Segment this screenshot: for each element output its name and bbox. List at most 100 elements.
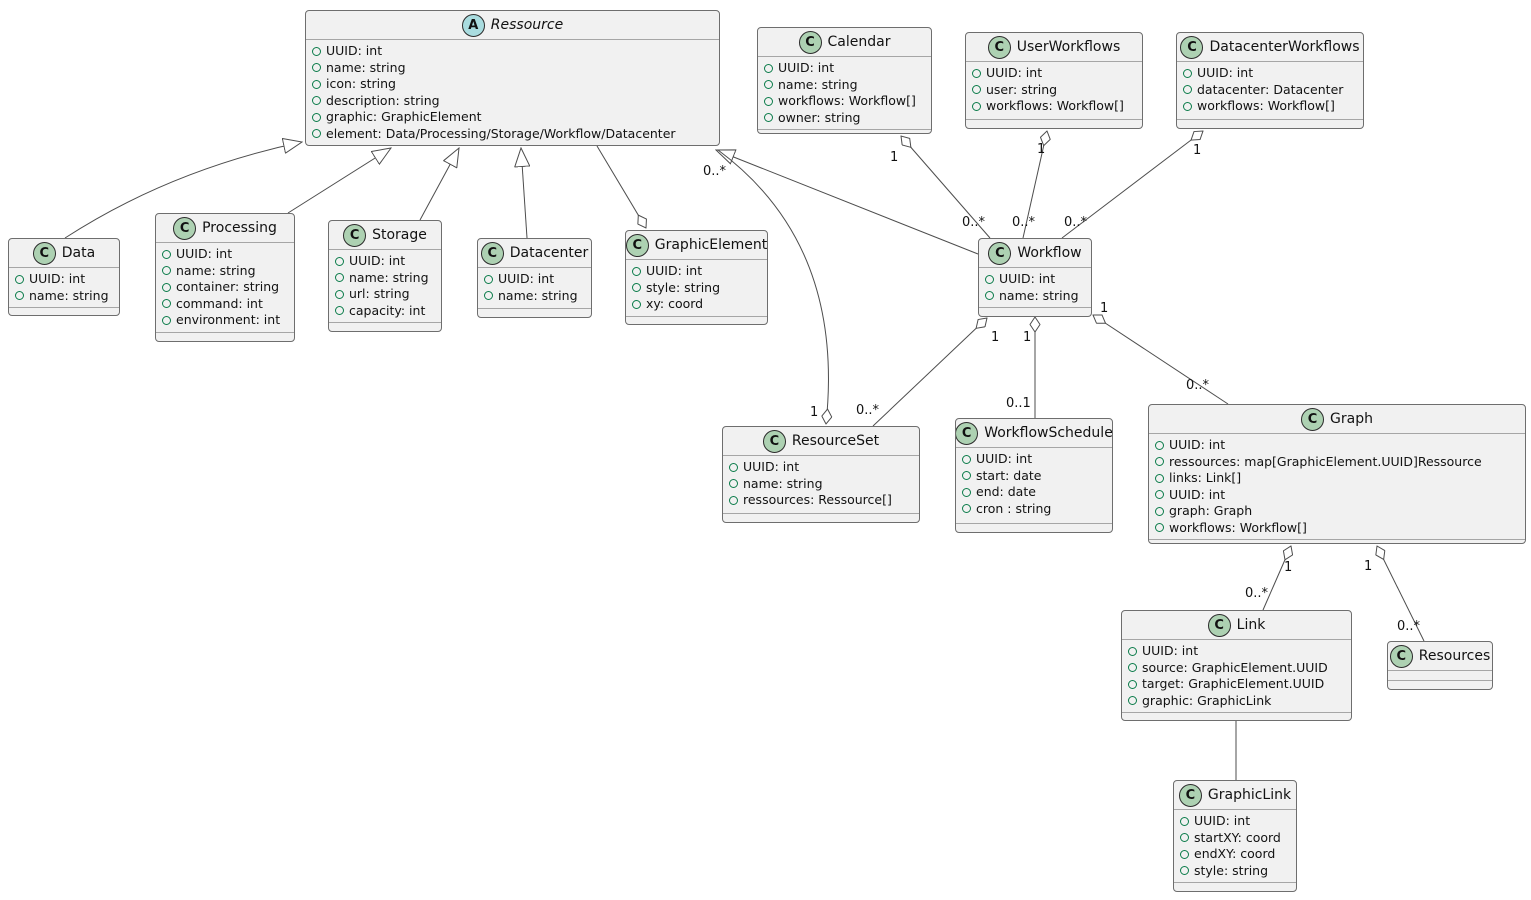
multiplicity-label: 0..* — [962, 215, 986, 230]
attribute-row: name: string — [729, 476, 911, 493]
attribute-row: UUID: int — [335, 253, 433, 270]
class-name: ResourceSet — [791, 433, 880, 449]
attribute-row: source: GraphicElement.UUID — [1128, 660, 1343, 677]
field-visibility-icon — [312, 79, 321, 89]
attribute-row: UUID: int — [312, 43, 711, 60]
attribute-row: ressources: Ressource[] — [729, 492, 911, 509]
attribute-text: UUID: int — [743, 459, 800, 474]
attribute-text: UUID: int — [1194, 813, 1251, 828]
attribute-row: style: string — [1180, 863, 1288, 880]
attribute-text: UUID: int — [349, 253, 406, 268]
attribute-text: name: string — [176, 262, 256, 278]
attribute-text: name: string — [498, 287, 578, 303]
class-icon: C — [1180, 35, 1204, 59]
multiplicity-label: 0..* — [856, 403, 880, 418]
class-methods-compartment — [156, 332, 294, 341]
multiplicity-label: 1 — [890, 150, 898, 165]
attribute-text: UUID: int — [999, 271, 1056, 286]
field-visibility-icon — [1180, 816, 1189, 826]
class-methods-compartment — [1149, 539, 1525, 543]
attribute-text: name: string — [778, 76, 858, 92]
attribute-text: environment: int — [176, 312, 281, 327]
attribute-row: icon: string — [312, 76, 711, 93]
class-name: Workflow — [1017, 245, 1082, 261]
field-visibility-icon — [312, 96, 321, 106]
class-methods-compartment — [1122, 712, 1351, 720]
field-visibility-icon — [15, 274, 24, 284]
multiplicity-label: 1 — [810, 405, 818, 420]
class-name: Datacenter — [509, 245, 589, 261]
attribute-text: owner: string — [778, 109, 861, 125]
class-icon: C — [987, 35, 1011, 59]
class-title-graph: C Graph — [1149, 405, 1525, 434]
field-visibility-icon — [962, 487, 971, 497]
field-visibility-icon — [1155, 506, 1164, 516]
attribute-row: workflows: Workflow[] — [1183, 98, 1355, 115]
attribute-text: UUID: int — [1169, 437, 1226, 452]
edge-storage-extends-ressource — [419, 148, 459, 221]
attribute-row: url: string — [335, 286, 433, 303]
attribute-row: style: string — [632, 280, 759, 297]
attribute-text: style: string — [1194, 862, 1269, 878]
attribute-text: user: string — [986, 81, 1058, 97]
attribute-text: style: string — [646, 279, 721, 295]
field-visibility-icon — [972, 68, 981, 78]
edge-resourceset-aggregated-by-workflow — [872, 318, 987, 427]
class-name: GraphicLink — [1207, 787, 1292, 803]
edge-resources-aggregated-by-graph — [1377, 546, 1425, 642]
class-name: Graph — [1330, 411, 1373, 427]
field-visibility-icon — [1183, 68, 1192, 78]
field-visibility-icon — [1128, 696, 1137, 706]
attribute-text: icon: string — [326, 76, 396, 91]
multiplicity-label: 0..* — [1064, 215, 1088, 230]
class-icon: C — [1207, 613, 1231, 637]
attribute-row: name: string — [162, 263, 286, 280]
field-visibility-icon — [632, 266, 641, 276]
abstract-class-icon: A — [461, 13, 485, 37]
field-visibility-icon — [962, 471, 971, 481]
field-visibility-icon — [484, 274, 493, 284]
attribute-row: start: date — [962, 468, 1104, 485]
attribute-row: UUID: int — [985, 271, 1083, 288]
class-icon: C — [956, 421, 979, 445]
edge-processing-extends-ressource — [287, 148, 391, 214]
field-visibility-icon — [312, 112, 321, 122]
field-visibility-icon — [1183, 101, 1192, 111]
class-icon: C — [1301, 407, 1325, 431]
attribute-text: workflows: Workflow[] — [778, 93, 916, 108]
multiplicity-label: 1 — [1100, 301, 1108, 316]
edge-workflow-aggregated-by-userworkflows — [1022, 131, 1047, 239]
attribute-row: name: string — [312, 60, 711, 77]
multiplicity-label: 0..* — [703, 164, 727, 179]
field-visibility-icon — [335, 306, 344, 316]
attribute-row: datacenter: Datacenter — [1183, 82, 1355, 99]
field-visibility-icon — [1180, 833, 1189, 843]
attribute-text: workflows: Workflow[] — [1169, 519, 1307, 535]
attribute-text: source: GraphicElement.UUID — [1142, 659, 1328, 675]
class-methods-compartment — [306, 145, 719, 146]
attribute-row: workflows: Workflow[] — [1155, 520, 1517, 537]
class-methods-compartment — [723, 513, 919, 522]
class-name: Data — [61, 245, 96, 261]
field-visibility-icon — [1180, 849, 1189, 859]
attribute-row: graphic: GraphicElement — [312, 109, 711, 126]
attribute-text: url: string — [349, 286, 410, 301]
attribute-text: UUID: int — [646, 263, 703, 278]
